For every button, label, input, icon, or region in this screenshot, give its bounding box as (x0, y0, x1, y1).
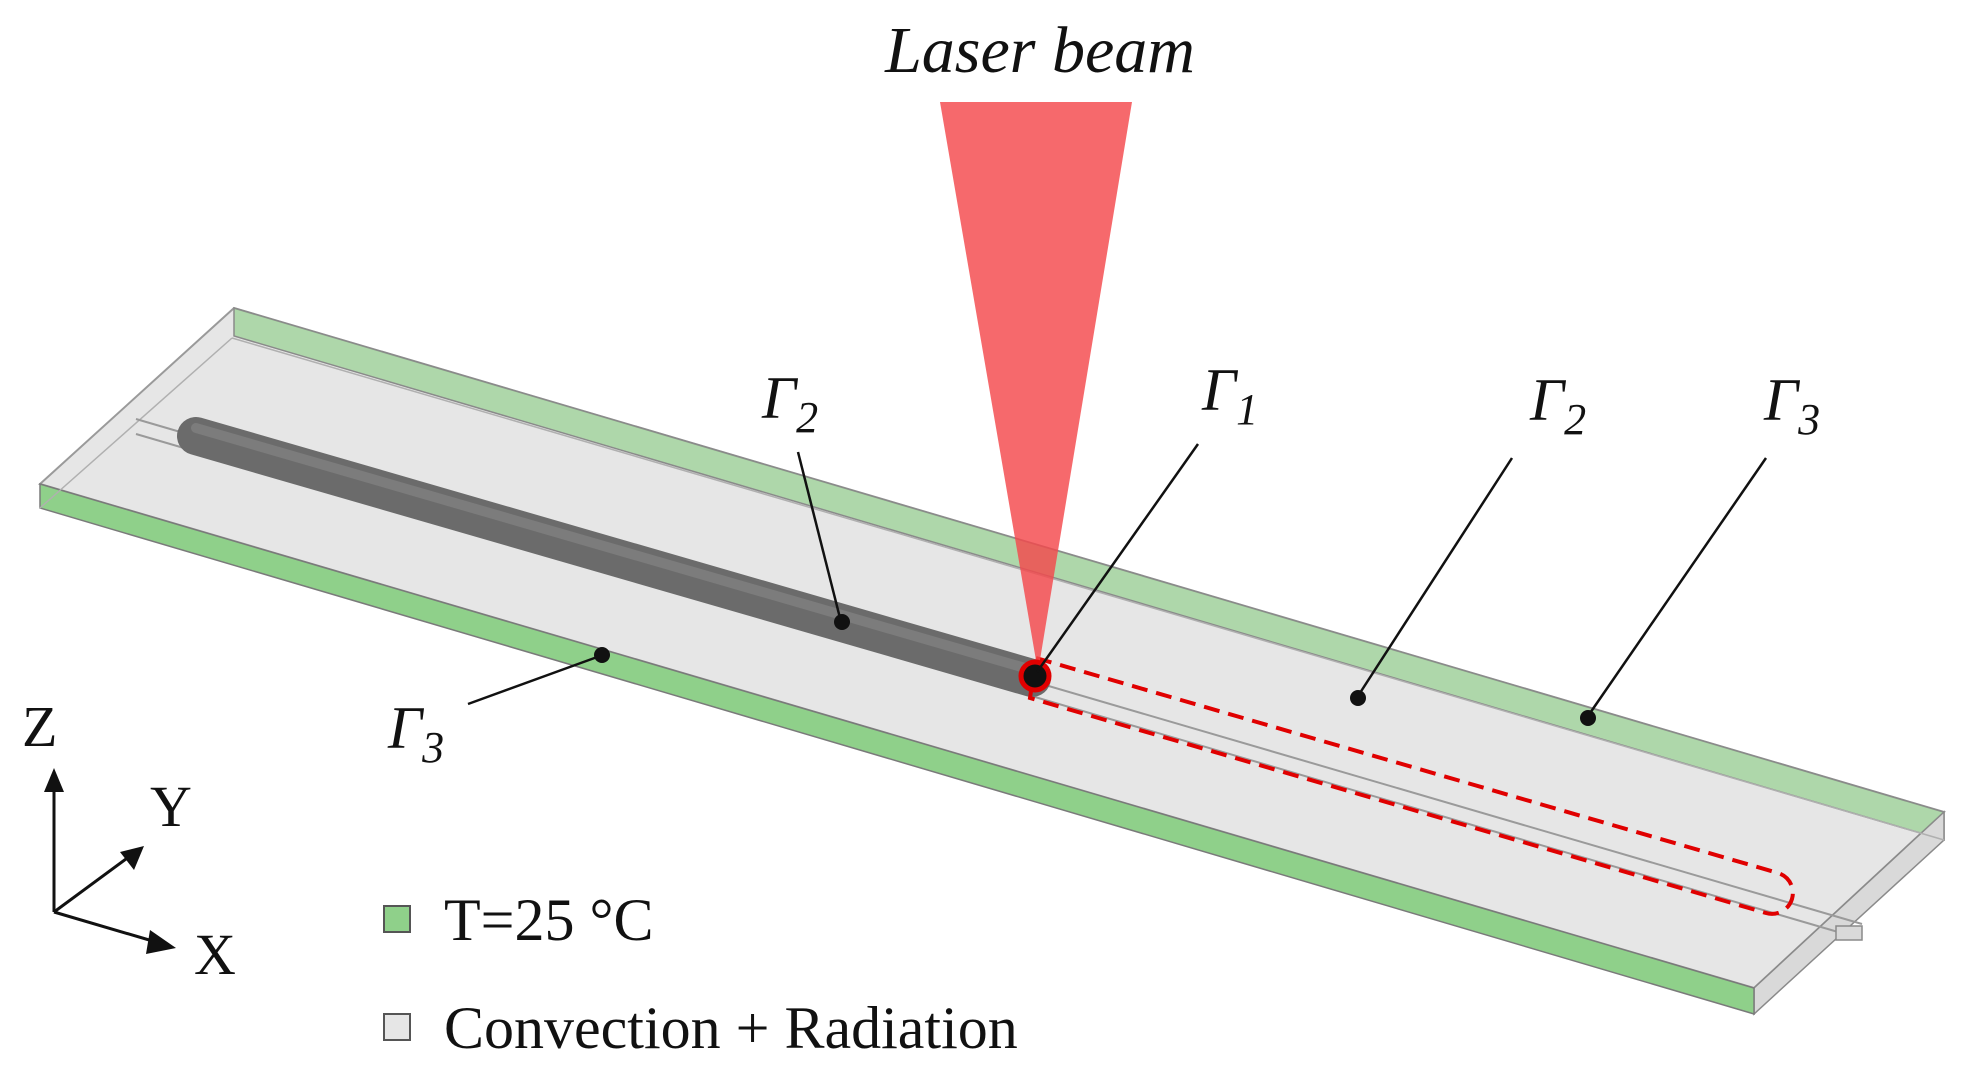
legend-label-convection-radiation: Convection + Radiation (444, 995, 1018, 1061)
label-gamma2-left: Γ2 (761, 365, 818, 442)
laser-beam-label: Laser beam (884, 14, 1195, 87)
label-gamma3-left: Γ3 (387, 695, 444, 772)
deposited-track-highlight (191, 423, 1037, 675)
axis-z-label: Z (22, 694, 57, 759)
plate-inner-edge-back (231, 337, 1945, 841)
leader-lines (467, 443, 1768, 717)
leader-gamma2-right (1356, 457, 1514, 697)
legend-swatch-convection-radiation (383, 1013, 411, 1041)
axis-x-line (53, 910, 157, 944)
dot-gamma2-left (834, 614, 850, 630)
leader-gamma2-left (796, 451, 842, 619)
axis-y-arrowhead (120, 846, 144, 870)
leader-gamma3-right (1586, 457, 1768, 717)
label-gamma3-right: Γ3 (1763, 367, 1820, 444)
label-gamma2-right: Γ2 (1529, 367, 1586, 444)
legend-swatch-fixed-temperature (383, 905, 411, 933)
axis-y-line (53, 854, 131, 914)
planned-deposition-path (1027, 655, 1795, 916)
coordinate-axes (44, 768, 176, 954)
leader-gamma3-left (467, 654, 601, 706)
plate-front-side-face (39, 482, 1755, 1016)
dot-gamma2-right (1350, 690, 1366, 706)
dot-gamma3-left (594, 647, 610, 663)
deposited-track (177, 417, 1051, 697)
axis-y-label: Y (150, 774, 192, 839)
dot-gamma3-right (1580, 710, 1596, 726)
axis-z-arrowhead (44, 768, 64, 792)
legend-label-fixed-temperature: T=25 °C (444, 887, 654, 953)
laser-beam-cone (940, 102, 1132, 672)
leader-dots (594, 614, 1596, 726)
plate-inner-edge-left (39, 337, 233, 509)
axis-x-arrowhead (146, 930, 176, 954)
legend: T=25 °C Convection + Radiation (383, 887, 1018, 1061)
melt-pool-marker (1018, 659, 1052, 693)
groove-end-tab (1835, 925, 1863, 941)
label-gamma1: Γ1 (1201, 357, 1258, 434)
leader-gamma1 (1035, 443, 1200, 673)
axis-x-label: X (194, 922, 236, 987)
